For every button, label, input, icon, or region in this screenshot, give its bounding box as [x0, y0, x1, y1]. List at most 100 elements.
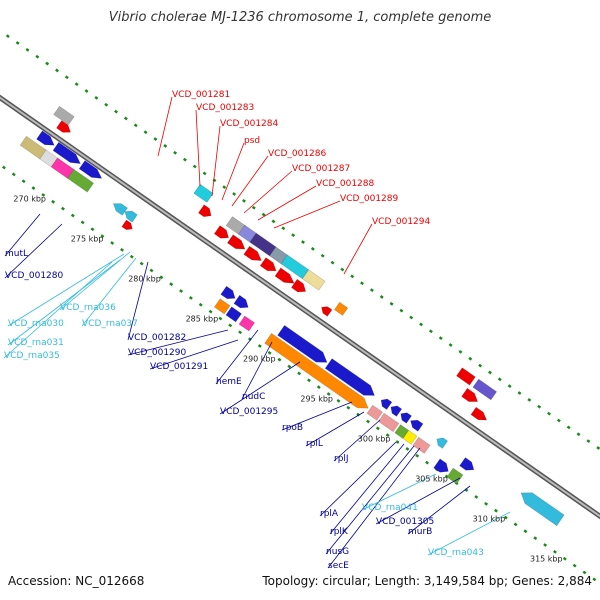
tick-mark-inner	[188, 296, 193, 300]
tick-mark-inner	[149, 268, 154, 273]
label-leader	[4, 223, 63, 279]
topology-label: Topology: circular; Length: 3,149,584 bp…	[262, 574, 592, 588]
tick-mark-outer	[182, 157, 187, 162]
tick-mark-outer	[192, 164, 197, 169]
gene-arrow	[433, 458, 449, 473]
feature-block	[472, 378, 498, 401]
tick-mark-inner	[415, 453, 420, 458]
feature-block	[446, 467, 464, 485]
tick-mark-inner	[553, 549, 557, 554]
tick-mark-outer	[379, 295, 384, 299]
gene-arrow	[52, 141, 81, 164]
gene-arrow	[277, 324, 328, 363]
gene-arrow	[112, 203, 128, 216]
tick-mark-inner	[572, 563, 577, 568]
gene-label: rpoB	[282, 423, 303, 433]
tick-mark-outer	[15, 41, 20, 45]
scale-label: 280 kbp	[128, 274, 161, 283]
gene-arrow	[213, 225, 229, 239]
tick-mark-inner	[120, 247, 124, 252]
tick-mark-inner	[100, 234, 105, 239]
gene-arrow	[436, 437, 449, 449]
gene-arrow	[380, 398, 393, 410]
gene-arrow	[220, 285, 236, 300]
gene-arrow	[459, 457, 475, 471]
label-leader	[7, 253, 125, 327]
scale-label: 295 kbp	[300, 395, 333, 404]
gene-arrow	[36, 130, 55, 146]
gene-label: VCD_rna031	[8, 338, 64, 348]
tick-mark-outer	[399, 308, 404, 313]
tick-mark-outer	[389, 301, 394, 306]
tick-mark-inner	[503, 515, 508, 520]
tick-mark-inner	[533, 536, 538, 541]
tick-mark-inner	[493, 508, 498, 513]
tick-mark-inner	[1, 165, 6, 170]
label-leaders	[3, 96, 511, 569]
tick-mark-outer	[448, 343, 453, 347]
tick-mark-inner	[474, 495, 479, 499]
gene-label: mutL	[5, 249, 28, 259]
tick-mark-outer	[369, 288, 374, 292]
tick-mark-outer	[271, 219, 276, 224]
label-leader	[127, 261, 149, 341]
feature-block	[193, 183, 214, 203]
tick-mark-inner	[316, 385, 321, 390]
tick-mark-outer	[222, 185, 227, 190]
gene-label: VCD_001287	[292, 164, 350, 174]
tick-mark-outer	[340, 267, 345, 272]
tick-mark-outer	[527, 398, 532, 402]
gene-label: VCD_001280	[5, 271, 64, 281]
feature-block	[225, 306, 242, 323]
tick-mark-outer	[409, 315, 414, 320]
gene-label: VCD_001294	[372, 217, 431, 227]
scale-label: 285 kbp	[186, 314, 219, 323]
tick-mark-outer	[310, 247, 315, 251]
tick-mark-outer	[576, 432, 581, 437]
label-leader	[4, 213, 41, 257]
label-leader	[149, 339, 239, 370]
tick-mark-inner	[307, 378, 311, 383]
gene-label: VCD_001286	[268, 149, 327, 159]
map-title: Vibrio cholerae MJ-1236 chromosome 1, co…	[108, 10, 492, 25]
chromosome-backbone	[0, 94, 600, 520]
tick-mark-outer	[478, 363, 483, 368]
tick-mark-inner	[169, 282, 174, 287]
gene-arrow	[197, 204, 212, 218]
gene-label: VCD_rna030	[8, 319, 64, 329]
tick-mark-outer	[537, 404, 542, 409]
gene-arrow	[290, 278, 307, 293]
gene-label: rplA	[320, 509, 339, 519]
tick-mark-inner	[385, 433, 390, 438]
label-leader	[273, 200, 341, 229]
tick-mark-outer	[428, 329, 433, 334]
tick-mark-inner	[129, 254, 134, 259]
tick-mark-outer	[123, 116, 128, 121]
feature-block	[238, 315, 256, 332]
tick-mark-inner	[513, 522, 518, 527]
label-leader	[243, 170, 293, 214]
tick-mark-outer	[153, 137, 158, 141]
gene-label: VCD_rna036	[60, 303, 116, 313]
gene-label: rplK	[330, 527, 349, 537]
tick-mark-inner	[80, 220, 85, 225]
label-leader	[427, 511, 511, 556]
tick-mark-outer	[74, 82, 79, 87]
label-leader	[257, 185, 317, 221]
tick-mark-outer	[566, 425, 571, 430]
tick-mark-outer	[497, 377, 502, 382]
label-leader	[127, 329, 229, 356]
accession-label: Accession: NC_012668	[8, 574, 145, 588]
feature-block	[402, 429, 418, 445]
gene-label: VCD_rna043	[428, 548, 484, 558]
label-leader	[215, 329, 259, 385]
gene-label: VCD_001282	[128, 333, 186, 343]
tick-mark-inner	[425, 460, 429, 465]
tick-mark-inner	[11, 172, 16, 177]
tick-mark-outer	[596, 446, 600, 450]
tick-mark-outer	[547, 411, 551, 416]
label-leader	[157, 96, 173, 157]
tick-mark-outer	[556, 418, 561, 423]
gene-arrow	[259, 257, 277, 272]
